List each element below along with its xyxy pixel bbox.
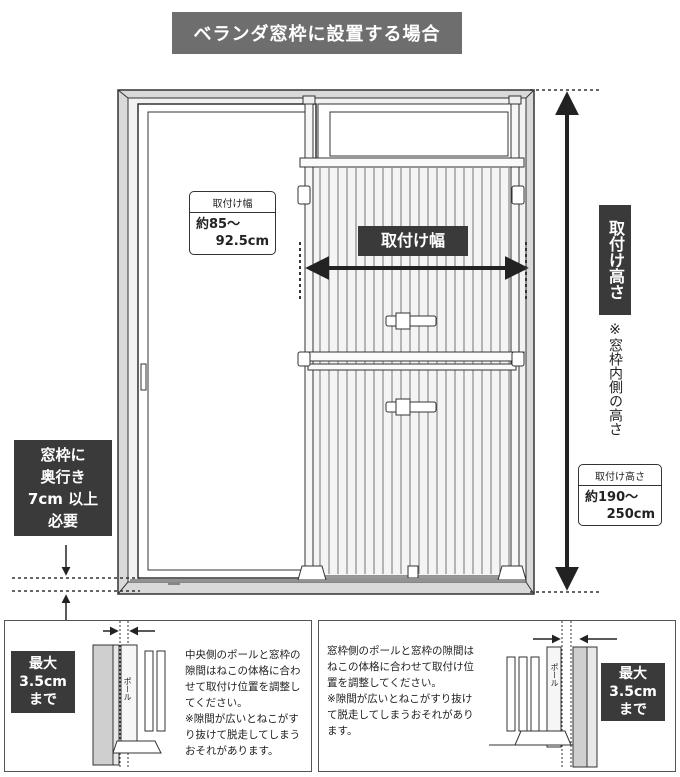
detail-left-text-line: 隙間はねこの体格に合わ xyxy=(185,665,301,677)
depth-label-line3: 7cm 以上 xyxy=(27,490,99,508)
height-callout-value: 約190～ 250cm xyxy=(579,486,661,523)
width-callout: 取付け幅 約85～ 92.5cm xyxy=(189,191,276,255)
pet-gate xyxy=(297,95,527,581)
detail-left-text-line: せて取付け位置を調整し xyxy=(185,681,301,693)
detail-right-text-line: 置を調整してください。 xyxy=(327,677,442,689)
detail-right-text-line: ねこの体格に合わせて取付け位 xyxy=(327,661,474,673)
height-note-mark: ※ xyxy=(607,322,623,338)
detail-right-text: 窓枠側のポールと窓枠の隙間は ねこの体格に合わせて取付け位 置を調整してください… xyxy=(327,643,497,739)
detail-left-text-line: おそれがあります。 xyxy=(185,745,279,757)
detail-right-text-line: ます。 xyxy=(327,725,358,737)
depth-label-line1: 窓枠に xyxy=(40,446,86,464)
detail-right-illustration xyxy=(489,621,617,769)
width-callout-header: 取付け幅 xyxy=(190,192,275,213)
detail-panel-right: 窓枠側のポールと窓枠の隙間は ねこの体格に合わせて取付け位 置を調整してください… xyxy=(318,620,676,772)
detail-panel-left: 最大 3.5cm まで ポール 中央側のポールと窓枠の 隙間はねこの体格に合わ … xyxy=(4,620,312,772)
height-value-line1: 約190～ xyxy=(585,490,639,505)
height-value-line2: 250cm xyxy=(606,507,655,522)
detail-left-text-line: 中央側のポールと窓枠の xyxy=(185,649,301,661)
width-callout-value: 約85～ 92.5cm xyxy=(190,213,275,250)
detail-left-text-line: り抜けて脱走してしまう xyxy=(185,729,301,741)
page-title: ベランダ窓枠に設置する場合 xyxy=(172,12,462,54)
depth-label: 窓枠に 奥行き 7cm 以上 必要 xyxy=(14,440,112,536)
detail-right-badge: 最大 3.5cm まで xyxy=(601,663,665,721)
width-value-line1: 約85～ xyxy=(196,217,241,232)
detail-right-badge-line1: 最大 xyxy=(619,666,647,682)
detail-left-badge-line1: 最大 xyxy=(29,656,57,672)
detail-left-pole-label: ポール xyxy=(123,677,132,701)
detail-left-badge-line3: まで xyxy=(29,692,57,708)
detail-left-badge-line2: 3.5cm xyxy=(19,674,67,690)
detail-left-text: 中央側のポールと窓枠の 隙間はねこの体格に合わ せて取付け位置を調整し てくださ… xyxy=(185,647,309,759)
height-callout-header: 取付け高さ xyxy=(579,465,661,486)
width-value-line2: 92.5cm xyxy=(215,234,269,249)
height-label: 取付け高さ xyxy=(599,205,631,315)
detail-left-badge: 最大 3.5cm まで xyxy=(11,651,75,713)
detail-right-badge-line3: まで xyxy=(619,702,647,718)
height-note: ※窓枠内側の高さ xyxy=(602,322,628,472)
detail-right-badge-line2: 3.5cm xyxy=(609,684,657,700)
depth-label-line2: 奥行き xyxy=(40,468,86,486)
detail-right-pole-label: ポール xyxy=(550,663,559,687)
height-note-text: 窓枠内側の高さ xyxy=(607,338,623,436)
detail-right-text-line: ※隙間が広いとねこがすり抜け xyxy=(327,693,473,705)
depth-label-line4: 必要 xyxy=(47,512,78,530)
width-arrow-label: 取付け幅 xyxy=(358,226,468,256)
detail-right-text-line: て脱走してしまうおそれがあり xyxy=(327,709,474,721)
detail-right-text-line: 窓枠側のポールと窓枠の隙間は xyxy=(327,645,474,657)
detail-left-illustration xyxy=(92,621,166,769)
detail-left-text-line: てください。 xyxy=(185,697,248,709)
height-callout: 取付け高さ 約190～ 250cm xyxy=(578,464,662,526)
detail-left-text-line: ※隙間が広いとねこがす xyxy=(185,713,299,725)
